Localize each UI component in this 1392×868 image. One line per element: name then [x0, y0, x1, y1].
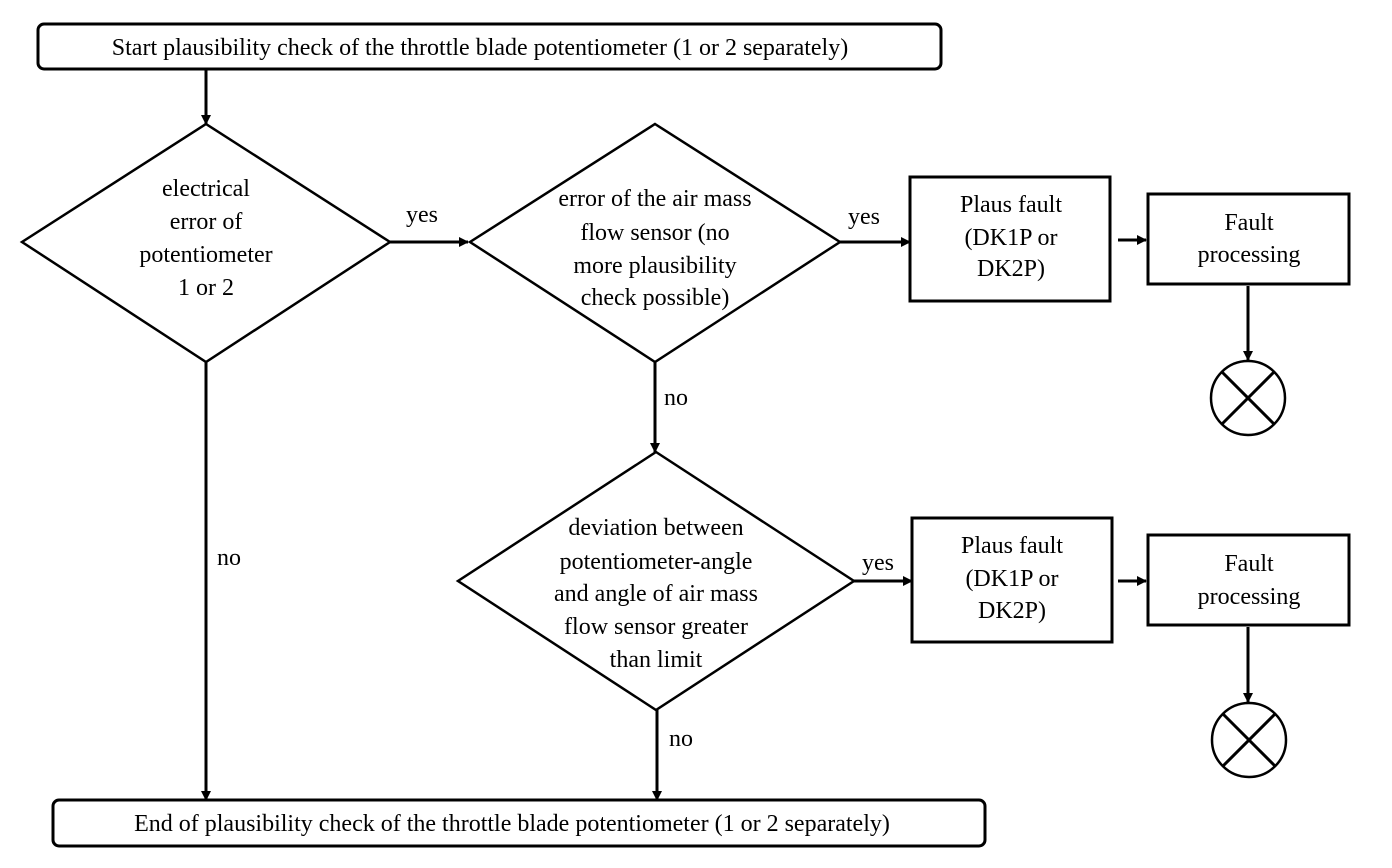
decision-airmass-line-4: check possible): [581, 285, 730, 311]
crossed-circle-icon: [1209, 359, 1287, 437]
decision-airmass-line-3: more plausibility: [573, 253, 736, 279]
decision-electrical-error: electrical error of potentiometer 1 or 2: [19, 122, 393, 364]
plaus-fault-box-2: Plaus fault (DK1P or DK2P): [910, 516, 1114, 644]
fault-processing-box-2: Fault processing: [1146, 533, 1351, 627]
crossed-circle-icon: [1210, 701, 1288, 779]
label-electrical-yes: yes: [406, 202, 438, 228]
plaus-fault-1-line-2: (DK1P or: [964, 225, 1057, 251]
fault-processing-1-line-2: processing: [1198, 242, 1301, 268]
start-node-text: Start plausibility check of the throttle…: [112, 35, 848, 61]
decision-electrical-line-4: 1 or 2: [178, 275, 234, 301]
label-airmass-yes: yes: [848, 204, 880, 230]
decision-deviation-line-1: deviation between: [568, 515, 743, 541]
connectors: [201, 68, 1253, 801]
fault-processing-2-line-1: Fault: [1224, 551, 1274, 577]
edge-labels: yes no yes no yes no: [217, 202, 894, 752]
fault-processing-1-line-1: Fault: [1224, 210, 1274, 236]
plaus-fault-2-line-1: Plaus fault: [961, 533, 1063, 559]
end-node-text: End of plausibility check of the throttl…: [134, 811, 890, 837]
end-node: End of plausibility check of the throttl…: [51, 798, 987, 848]
plaus-fault-box-1: Plaus fault (DK1P or DK2P): [908, 175, 1112, 303]
decision-deviation-limit: deviation between potentiometer-angle an…: [455, 450, 857, 712]
decision-electrical-line-1: electrical: [162, 176, 250, 202]
decision-deviation-line-4: flow sensor greater: [564, 614, 748, 640]
plaus-fault-1-line-3: DK2P): [977, 256, 1045, 282]
decision-airmass-line-2: flow sensor (no: [580, 220, 729, 246]
plaus-fault-2-line-2: (DK1P or: [965, 566, 1058, 592]
plaus-fault-1-line-1: Plaus fault: [960, 192, 1062, 218]
plaus-fault-2-line-3: DK2P): [978, 598, 1046, 624]
fault-processing-box-1: Fault processing: [1146, 192, 1351, 286]
label-airmass-no: no: [664, 385, 688, 411]
label-deviation-yes: yes: [862, 550, 894, 576]
fault-processing-2-line-2: processing: [1198, 584, 1301, 610]
decision-deviation-line-3: and angle of air mass: [554, 581, 758, 607]
decision-deviation-line-5: than limit: [610, 647, 703, 673]
decision-electrical-line-3: potentiometer: [139, 242, 272, 268]
decision-deviation-line-2: potentiometer-angle: [560, 549, 753, 575]
decision-electrical-line-2: error of: [170, 209, 243, 235]
start-node: Start plausibility check of the throttle…: [36, 22, 943, 71]
decision-airmass-line-1: error of the air mass: [558, 186, 751, 212]
label-deviation-no: no: [669, 726, 693, 752]
decision-airmass-error: error of the air mass flow sensor (no mo…: [467, 122, 843, 364]
label-electrical-no: no: [217, 545, 241, 571]
